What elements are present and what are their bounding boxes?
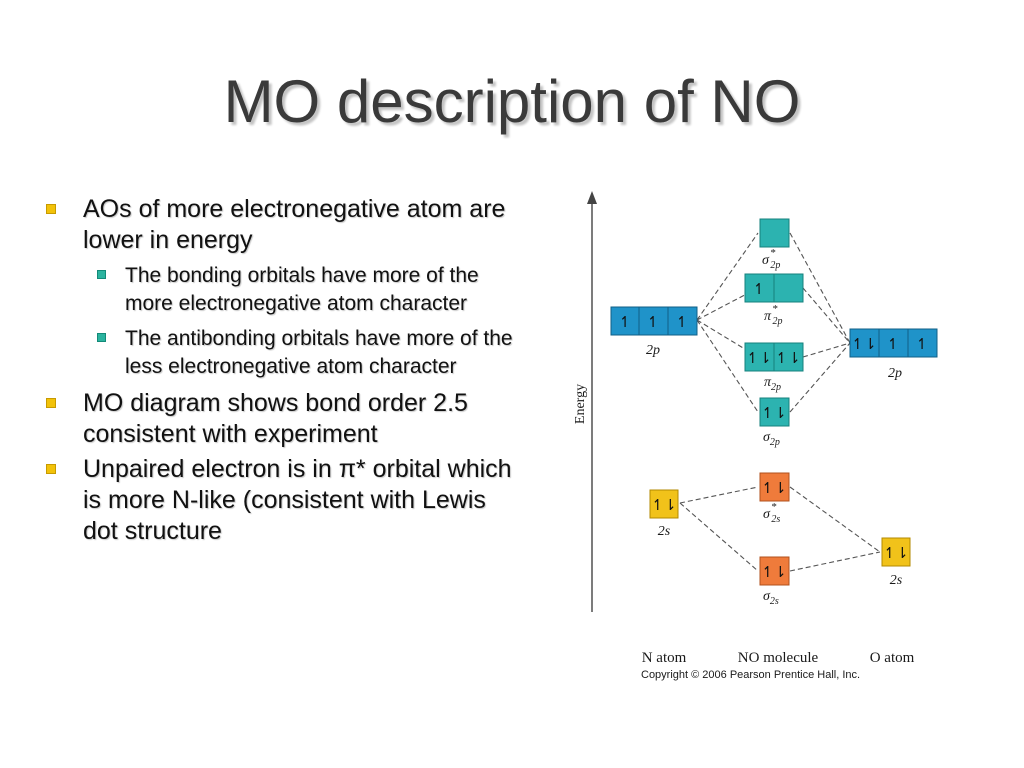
connector-line bbox=[679, 486, 759, 504]
sigma-2s-orbital: ↿⇂ σ2s bbox=[759, 556, 790, 607]
connector-line bbox=[789, 486, 881, 553]
n-2s-orbital: ↿⇂ 2s bbox=[649, 489, 679, 539]
sub-bullet-text: The antibonding orbitals have more of th… bbox=[125, 327, 513, 378]
connector-line bbox=[789, 232, 851, 344]
bullet-text: Unpaired electron is in π* orbital which… bbox=[83, 455, 512, 545]
electron-spin: ↿ bbox=[753, 280, 766, 298]
connector-line bbox=[802, 342, 851, 358]
o-2p-label: 2p bbox=[888, 366, 902, 381]
sigma-2p-orbital: ↿⇂ σ2p bbox=[759, 397, 790, 448]
sub-bullet-item: The antibonding orbitals have more of th… bbox=[91, 325, 516, 381]
electron-spin: ↿ bbox=[647, 313, 660, 331]
pi-star-2p-orbitals: ↿ π*2p bbox=[744, 273, 804, 327]
connector-line bbox=[696, 319, 759, 413]
sigma-star-2s-orbital: ↿⇂ σ*2s bbox=[759, 472, 790, 525]
orbital-box bbox=[878, 328, 909, 358]
sub-bullet-text: The bonding orbitals have more of the mo… bbox=[125, 264, 479, 315]
pi-star-2p-label: π*2p bbox=[764, 303, 783, 327]
electron-spin: ↿⇂ bbox=[883, 544, 908, 562]
n-2p-label: 2p bbox=[646, 343, 660, 358]
electron-spin: ↿ bbox=[887, 335, 900, 353]
bullet-marker bbox=[46, 204, 56, 214]
sub-bullet-item: The bonding orbitals have more of the mo… bbox=[91, 262, 516, 318]
electron-spin: ↿ bbox=[916, 335, 929, 353]
o-2s-orbital: ↿⇂ 2s bbox=[881, 537, 911, 588]
orbital-box bbox=[610, 306, 640, 336]
sigma-2p-label: σ2p bbox=[763, 430, 780, 448]
energy-axis-label: Energy bbox=[573, 384, 588, 424]
n-atom-label: N atom bbox=[642, 650, 687, 666]
sigma-2s-label: σ2s bbox=[763, 589, 779, 607]
connector-line bbox=[789, 551, 881, 572]
electron-spin: ↿ bbox=[676, 313, 689, 331]
connector-line bbox=[696, 232, 759, 321]
orbital-box bbox=[759, 218, 790, 248]
bullet-item: Unpaired electron is in π* orbital which… bbox=[46, 454, 516, 547]
pi-2p-orbitals: ↿⇂ ↿⇂ π2p bbox=[744, 342, 804, 393]
bullet-text: AOs of more electronegative atom are low… bbox=[83, 195, 506, 254]
electron-spin: ↿⇂ bbox=[651, 496, 676, 514]
o-2s-label: 2s bbox=[890, 573, 903, 588]
orbital-box bbox=[907, 328, 938, 358]
bullet-marker bbox=[46, 398, 56, 408]
electron-spin: ↿ bbox=[619, 313, 632, 331]
no-molecule-label: NO molecule bbox=[738, 650, 819, 666]
sub-bullet-marker bbox=[97, 333, 106, 342]
sigma-star-2p-label: σ*2p bbox=[762, 247, 780, 271]
orbital-box bbox=[759, 472, 790, 502]
n-2p-orbitals: ↿ ↿ ↿ 2p bbox=[610, 306, 698, 358]
orbital-box bbox=[759, 397, 790, 427]
bullet-item: AOs of more electronegative atom are low… bbox=[46, 194, 516, 256]
n-2s-label: 2s bbox=[658, 524, 671, 539]
electron-spin: ↿⇂ bbox=[761, 404, 786, 422]
sigma-star-2p-orbital: σ*2p bbox=[759, 218, 790, 271]
electron-spin: ↿⇂ bbox=[761, 563, 786, 581]
electron-spin: ↿⇂ bbox=[851, 335, 876, 353]
electron-spin: ↿⇂ bbox=[761, 479, 786, 497]
slide-title: MO description of NO bbox=[223, 68, 801, 135]
bullet-item: MO diagram shows bond order 2.5 consiste… bbox=[46, 388, 516, 450]
o-2p-orbitals: ↿⇂ ↿ ↿ 2p bbox=[849, 328, 938, 381]
sub-bullet-marker bbox=[97, 270, 106, 279]
bullet-list: AOs of more electronegative atom are low… bbox=[46, 194, 516, 551]
bullet-text: MO diagram shows bond order 2.5 consiste… bbox=[83, 389, 468, 448]
electron-spin: ↿⇂ bbox=[746, 349, 771, 367]
connector-line bbox=[802, 287, 851, 344]
orbital-box bbox=[759, 556, 790, 586]
energy-axis-arrowhead bbox=[587, 191, 597, 204]
connector-line bbox=[789, 342, 851, 413]
o-atom-label: O atom bbox=[870, 650, 915, 666]
bullet-marker bbox=[46, 464, 56, 474]
orbital-box bbox=[744, 342, 775, 372]
orbital-box bbox=[667, 306, 698, 336]
pi-2p-label: π2p bbox=[764, 375, 781, 393]
electron-spin: ↿⇂ bbox=[775, 349, 800, 367]
orbital-box bbox=[881, 537, 911, 567]
correlation-lines bbox=[679, 232, 881, 572]
copyright-notice: Copyright © 2006 Pearson Prentice Hall, … bbox=[641, 669, 860, 681]
sigma-star-2s-label: σ*2s bbox=[763, 501, 780, 525]
connector-line bbox=[679, 502, 759, 572]
orbital-box bbox=[773, 342, 804, 372]
orbital-box bbox=[773, 273, 804, 303]
orbital-box bbox=[649, 489, 679, 519]
